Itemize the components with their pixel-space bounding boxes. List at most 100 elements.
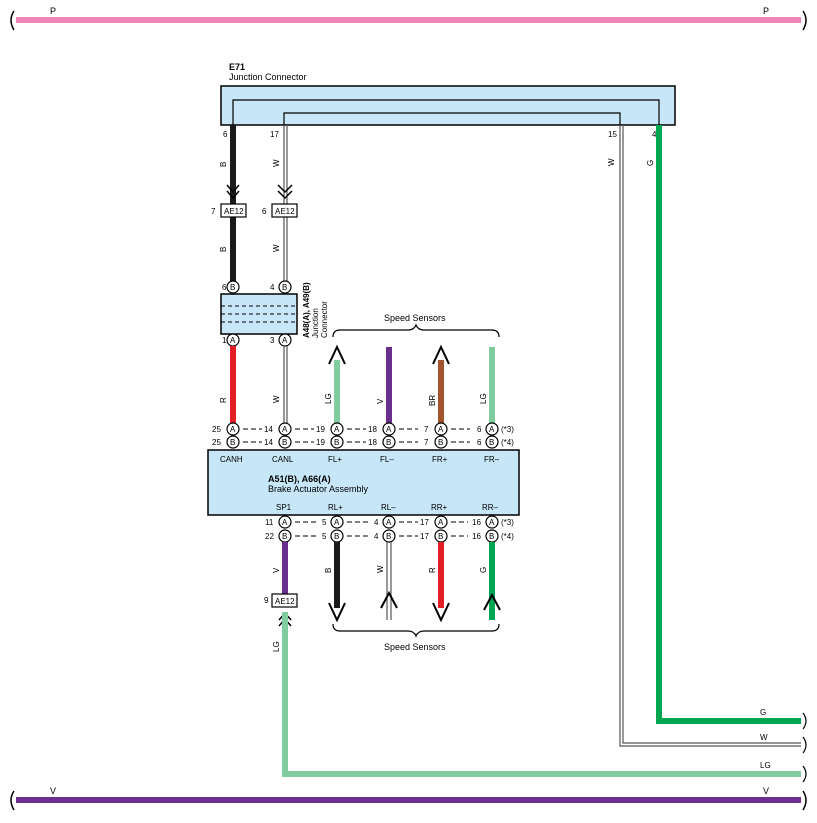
pin-number: 18 <box>368 438 377 447</box>
wire-label: G <box>646 160 655 166</box>
pin-letter: A <box>386 518 392 527</box>
wire-label: LG <box>479 393 488 404</box>
pin-circle <box>226 280 240 294</box>
wire-segment <box>622 125 801 744</box>
bus-label-right: V <box>763 786 769 796</box>
terminal-label: FR+ <box>432 455 448 464</box>
pin-number: 14 <box>264 425 273 434</box>
pin-circle <box>382 422 396 436</box>
wire-label: LG <box>324 393 333 404</box>
pin-number: 5 <box>322 518 327 527</box>
wire-lg-fr-minus: LG <box>479 347 495 423</box>
double-chevron-icon <box>226 184 240 200</box>
terminal-label: RR– <box>482 503 499 512</box>
wire-w-canl: W <box>272 346 288 423</box>
bus-label-left: V <box>50 786 56 796</box>
bus-bracket-right-icon <box>802 10 807 31</box>
pin-letter: B <box>230 283 235 292</box>
wire-v-sp1: V 9 AE12 <box>264 542 298 627</box>
pin-number: 7 <box>424 425 429 434</box>
pin-number: 17 <box>420 518 429 527</box>
pin-letter: A <box>282 518 288 527</box>
speed-sensors-label: Speed Sensors <box>384 313 446 323</box>
pin-number: 11 <box>265 518 274 527</box>
terminal-label: FL– <box>380 455 394 464</box>
wire-end-bracket-icon <box>802 765 807 783</box>
e71-pin-15: 15 <box>608 130 617 139</box>
ae12-box <box>271 593 298 608</box>
arrow-up-icon <box>328 344 346 365</box>
pin-circle <box>278 280 292 294</box>
wire-label: B <box>219 162 228 167</box>
pin-circle <box>485 422 499 436</box>
double-chevron-icon <box>277 184 293 200</box>
wire-w-can-low: W W <box>272 125 293 281</box>
pin-number: 5 <box>322 532 327 541</box>
wire-w-e71-pin15: W W <box>607 125 807 754</box>
arrow-down-icon <box>328 602 346 623</box>
bus-label-left: P <box>50 6 56 16</box>
pin-letter: A <box>282 336 288 345</box>
pin-circle <box>382 529 396 543</box>
pin-circle <box>434 435 448 449</box>
pin-circle <box>278 333 292 347</box>
pin-letter: A <box>334 518 340 527</box>
speed-sensors-bottom: Speed Sensors <box>332 623 500 652</box>
e71-name: Junction Connector <box>229 72 307 82</box>
pin-letter: B <box>438 532 443 541</box>
ae12-pin: 7 <box>211 207 216 216</box>
wire-w-rl-minus: W <box>376 542 398 620</box>
terminal-label: RR+ <box>431 503 448 512</box>
wire-end-bracket-icon <box>802 736 807 754</box>
pin-number: 19 <box>316 425 325 434</box>
bottom-bus-v: V V <box>10 786 807 811</box>
wire-label: V <box>376 398 385 404</box>
variant-note: (*4) <box>501 438 514 447</box>
pin-letter: A <box>334 425 340 434</box>
actuator-top-pins: 25 A 14 A 19 A 18 A 7 A 6 A (*3) 25 B 14… <box>212 422 514 449</box>
arrow-up-icon <box>380 590 398 609</box>
pin-letter: A <box>230 336 236 345</box>
ae12-label: AE12 <box>275 597 295 606</box>
a48-pin: 6 <box>222 283 227 292</box>
terminal-label: RL+ <box>328 503 343 512</box>
wire-label: W <box>272 159 281 167</box>
wire-label: B <box>324 568 333 573</box>
pin-circle <box>278 435 292 449</box>
pin-letter: B <box>386 532 391 541</box>
terminal-label: CANH <box>220 455 243 464</box>
pin-circle <box>330 422 344 436</box>
wire-r-canh: R <box>219 346 236 423</box>
terminal-label: CANL <box>272 455 294 464</box>
variant-note: (*3) <box>501 518 514 527</box>
pin-circle <box>226 435 240 449</box>
wire-b-rl-plus: B <box>324 542 346 623</box>
curly-bracket-icon <box>332 623 500 638</box>
pin-number: 7 <box>424 438 429 447</box>
wire-end-label: W <box>760 733 768 742</box>
wire-br-fr-plus: BR <box>428 344 450 423</box>
bus-bracket-right-icon <box>802 790 807 811</box>
bus-bracket-left-icon <box>10 10 15 31</box>
pin-letter: A <box>489 518 495 527</box>
pin-letter: A <box>438 425 444 434</box>
e71-internal-trace <box>283 112 621 125</box>
wire-label: R <box>219 397 228 403</box>
actuator-box <box>207 449 520 516</box>
a48-name-line1: Junction <box>311 308 320 338</box>
pin-circle <box>330 435 344 449</box>
pin-circle <box>485 515 499 529</box>
wire-label: B <box>219 247 228 252</box>
wire-g-e71-pin4: G G <box>646 125 807 730</box>
e71-pin-17: 17 <box>270 130 279 139</box>
pin-number: 22 <box>265 532 274 541</box>
ae12-box <box>220 203 247 218</box>
wire-label: V <box>272 567 281 573</box>
wire-segment <box>282 612 801 777</box>
ae12-connector-upper: 7 AE12 6 AE12 <box>211 203 298 218</box>
terminal-label: FR– <box>484 455 500 464</box>
pin-circle <box>330 515 344 529</box>
variant-note: (*4) <box>501 532 514 541</box>
wire-v-fl-minus: V <box>376 347 392 423</box>
a48-code: A48(A), A49(B) <box>302 282 311 338</box>
